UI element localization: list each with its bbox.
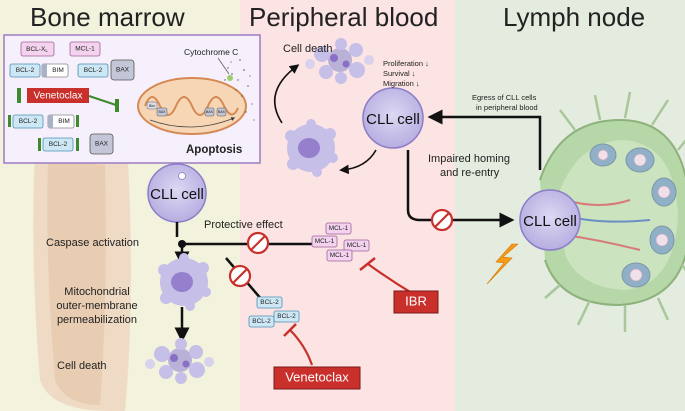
inhibitor-bar-4 xyxy=(76,115,79,127)
venetoclax-inhibition-line xyxy=(289,329,314,366)
mito-bax-label-3: BAX xyxy=(218,110,226,114)
peripheral-death-label: Cell death xyxy=(283,43,333,55)
protective-effect-label: Protective effect xyxy=(204,219,283,231)
bim-label-2: BIM xyxy=(58,118,70,125)
lightning-bolt xyxy=(486,243,519,285)
egress-line-1: Egress of CLL cells xyxy=(472,93,537,102)
mcl1-label: MCL-1 xyxy=(75,46,95,53)
effect-migration: Migration ↓ xyxy=(383,79,420,88)
bcl2-label-2: BCL-2 xyxy=(84,67,103,74)
inhibitor-bar-5 xyxy=(38,138,41,151)
bcl2-box-2 xyxy=(77,63,109,78)
mcl1-box xyxy=(69,41,101,57)
egress-line-2: in peripheral blood xyxy=(476,103,538,112)
region-title-lymph-node: Lymph node xyxy=(503,2,645,32)
apoptosis-inset: BCL-XL MCL-1 BCL-2 BIM BCL-2 BAX Venetoc… xyxy=(3,34,261,164)
egress-arrow xyxy=(427,109,542,170)
mcl1-cluster: MCL-1 MCL-1 MCL-1 MCL-1 xyxy=(311,222,370,262)
inset-venetoclax-badge xyxy=(27,88,89,103)
bcl2-cluster-label-2: BCL-2 xyxy=(252,318,271,325)
bcl2-label-4: BCL-2 xyxy=(49,141,68,148)
mito-bax-label-1: BAX xyxy=(158,110,166,114)
peripheral-cell-label: CLL cell xyxy=(366,111,420,128)
momp-line-2: outer-membrane xyxy=(56,300,137,312)
bim-label-1: BIM xyxy=(52,67,64,74)
bcl2-box-4 xyxy=(42,137,74,152)
blocked-symbol-3 xyxy=(430,208,454,232)
apoptotic-cell-1 xyxy=(158,253,211,311)
bcl2-cluster-label-3: BCL-2 xyxy=(277,313,296,320)
ibr-label: IBR xyxy=(405,293,427,308)
blocked-symbol-2 xyxy=(228,264,252,288)
inhibitor-bar-2 xyxy=(115,99,119,112)
bcl-xl-label: BCL-XL xyxy=(26,46,48,53)
mcl1-cluster-label-2: MCL-1 xyxy=(315,238,335,245)
dead-cell-peripheral xyxy=(305,38,374,84)
bcl2-label-1: BCL-2 xyxy=(16,67,35,74)
homing-arrow xyxy=(406,150,515,228)
mitochondrion-illustration: Bim BAX BAX BAX xyxy=(137,59,255,135)
bax-box-2 xyxy=(89,133,114,155)
momp-line-3: permeabilization xyxy=(57,314,137,326)
homing-line-1: Impaired homing xyxy=(428,153,510,165)
homing-line-2: and re-entry xyxy=(440,167,500,179)
region-title-bone-marrow: Bone marrow xyxy=(30,2,185,32)
mcl1-cluster-label-4: MCL-1 xyxy=(330,252,350,259)
bcl2-cluster-label-1: BCL-2 xyxy=(260,299,279,306)
bcl2-box-3 xyxy=(12,114,44,129)
inhibitor-bar-1 xyxy=(17,88,21,103)
inhibitor-bar-3 xyxy=(8,115,11,127)
venetoclax-label: Venetoclax xyxy=(285,369,349,384)
apoptosis-label: Apoptosis xyxy=(186,144,242,156)
inhibitor-bar-6 xyxy=(76,138,79,151)
mcl1-cluster-label-3: MCL-1 xyxy=(347,242,367,249)
ibr-badge xyxy=(393,290,439,314)
bone-illustration xyxy=(33,150,131,411)
cytochrome-c-label: Cytochrome C xyxy=(184,47,238,57)
mito-bax-label-2: BAX xyxy=(206,110,214,114)
bone-marrow-cell-label: CLL cell xyxy=(150,186,204,203)
bone-marrow-death-label: Cell death xyxy=(57,360,107,372)
peripheral-cll-cell: CLL cell xyxy=(362,87,424,149)
bax-label-2: BAX xyxy=(95,141,109,148)
mcl1-cluster-label-1: MCL-1 xyxy=(329,225,349,232)
bax-box-1 xyxy=(110,59,135,81)
bone-marrow-cll-cell: CLL cell xyxy=(147,163,207,223)
lymph-node-cll-cell: CLL cell xyxy=(519,189,581,251)
blocked-symbol-1 xyxy=(246,231,270,255)
effect-survival: Survival ↓ xyxy=(383,69,416,78)
mito-bim-label: Bim xyxy=(149,104,155,108)
venetoclax-badge xyxy=(273,366,361,390)
dead-cell-bone-marrow xyxy=(145,338,214,384)
momp-line-1: Mitochondrial xyxy=(64,286,129,298)
apoptotic-cell-2 xyxy=(285,119,338,177)
bcl2-box-1 xyxy=(9,63,41,78)
lymph-node-cell-label: CLL cell xyxy=(523,213,577,230)
bcl2-label-3: BCL-2 xyxy=(19,118,38,125)
bcl-xl-box xyxy=(20,41,55,57)
inset-venetoclax-label: Venetoclax xyxy=(34,91,83,102)
caspase-label: Caspase activation xyxy=(46,237,139,249)
effect-proliferation: Proliferation ↓ xyxy=(383,59,429,68)
bax-label-1: BAX xyxy=(116,67,130,74)
region-title-peripheral-blood: Peripheral blood xyxy=(249,2,438,32)
bcl2-cluster: BCL-2 BCL-2 BCL-2 xyxy=(248,296,300,328)
